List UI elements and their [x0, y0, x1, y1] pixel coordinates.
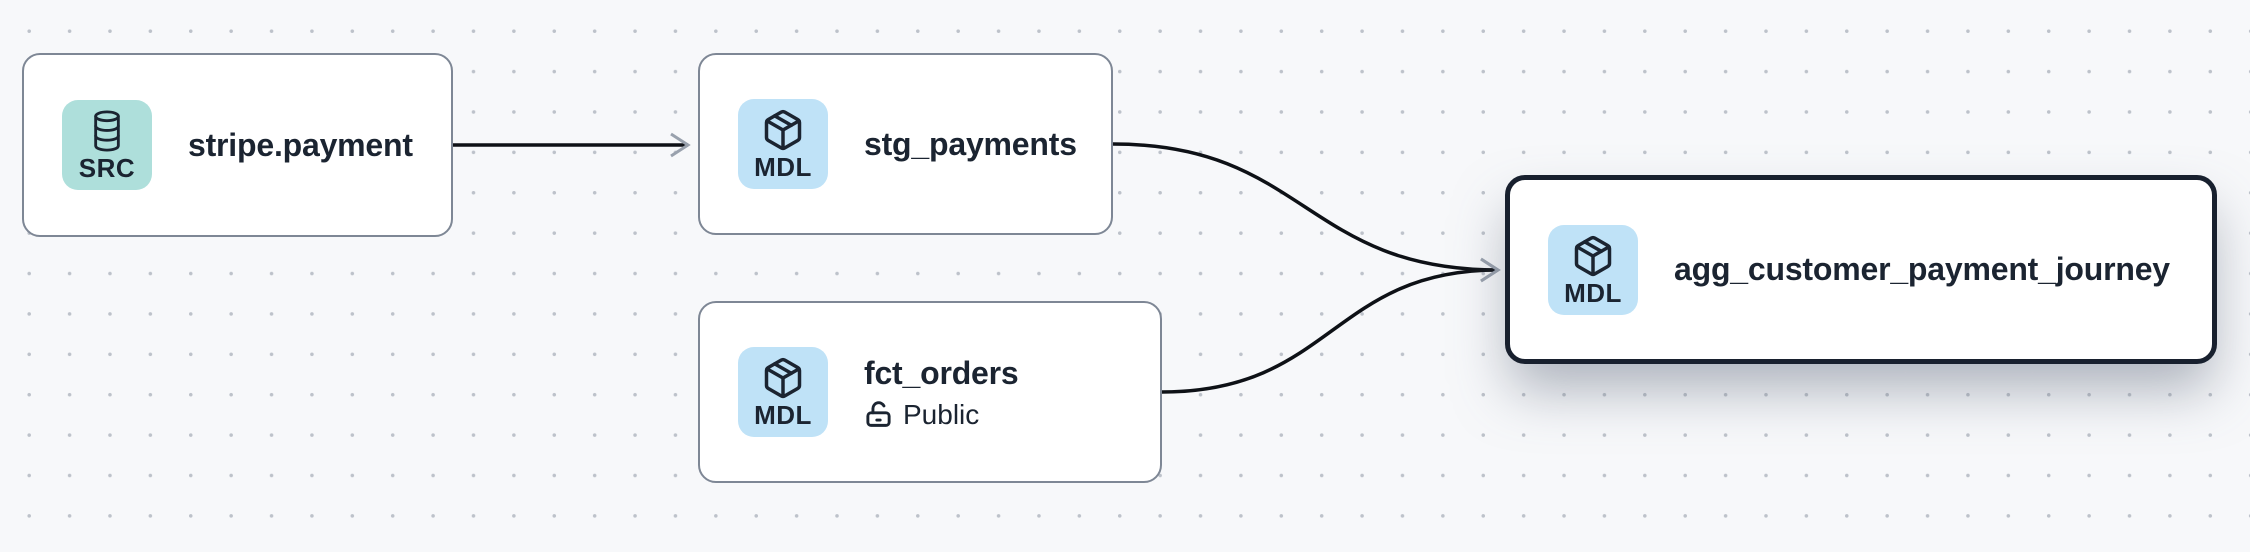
cube-icon	[1574, 235, 1612, 276]
node-title: fct_orders	[864, 354, 1019, 391]
cube-icon	[764, 109, 802, 151]
badge-label: SRC	[78, 153, 136, 183]
model-badge: MDL	[1548, 224, 1638, 315]
node-agg-customer-payment-journey[interactable]: MDL agg_customer_payment_journey	[1505, 175, 2217, 364]
node-title: agg_customer_payment_journey	[1674, 251, 2170, 288]
node-title: stripe.payment	[188, 126, 413, 163]
edge-stg-payments-to-agg-customer-payment-journey[interactable]	[1112, 142, 1501, 283]
lock-open-icon	[866, 401, 891, 428]
model-badge: MDL	[738, 347, 828, 437]
node-stg-payments[interactable]: MDL stg_payments	[698, 53, 1113, 235]
node-stripe-payment[interactable]: SRC stripe.payment	[22, 53, 453, 237]
badge-label: MDL	[754, 152, 812, 182]
model-badge: MDL	[738, 99, 828, 189]
node-title: stg_payments	[864, 125, 1077, 162]
cube-icon	[764, 357, 802, 399]
source-badge: SRC	[62, 100, 152, 190]
database-icon	[94, 110, 120, 152]
edge-fct-orders-to-agg-customer-payment-journey[interactable]	[1161, 257, 1501, 394]
node-access-label: Public	[903, 398, 980, 430]
badge-label: MDL	[754, 400, 812, 430]
badge-label: MDL	[1564, 277, 1622, 308]
node-access-row: Public	[864, 400, 1019, 429]
node-fct-orders[interactable]: MDL fct_orders Public	[698, 301, 1162, 483]
